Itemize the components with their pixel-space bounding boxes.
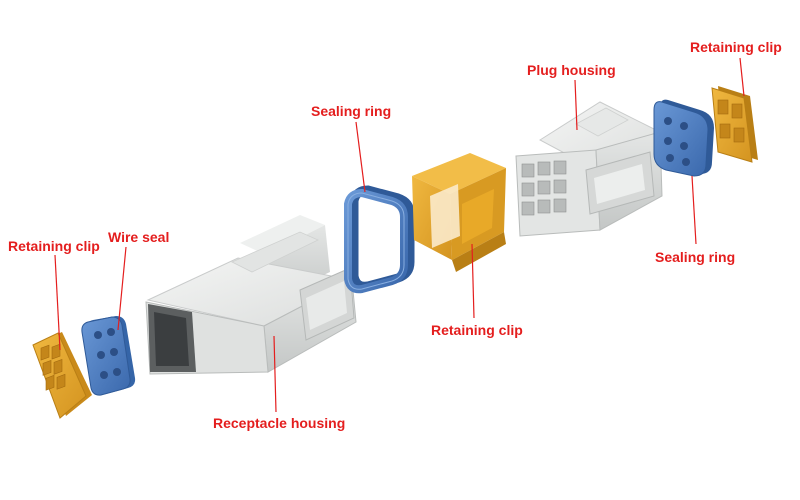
leader-retaining-clip-right [739,57,745,97]
label-sealing-ring-left: Sealing ring [311,103,392,119]
plug-housing [515,101,663,237]
leader-lines [54,57,745,413]
receptacle-housing [145,215,357,375]
wire-seal [81,316,136,396]
retaining-clip-right [711,86,758,163]
leader-plug-housing [574,79,578,131]
leader-sealing-ring-right [691,175,697,245]
leader-receptacle-housing [273,335,277,413]
leader-wire-seal [117,246,127,331]
leader-retaining-clip-middle [471,243,475,319]
label-retaining-clip-right: Retaining clip [690,39,782,55]
label-retaining-clip-middle: Retaining clip [431,322,523,338]
retaining-clip-middle [412,153,506,272]
sealing-ring-right [653,99,714,177]
sealing-ring-left [344,185,415,294]
retaining-clip-left [32,332,92,419]
leader-retaining-clip-left [54,254,61,351]
label-retaining-clip-left: Retaining clip [8,238,100,254]
label-receptacle-housing: Receptacle housing [213,415,346,431]
label-plug-housing: Plug housing [527,62,616,78]
label-wire-seal: Wire seal [108,229,170,245]
leader-sealing-ring-left [355,121,366,193]
label-sealing-ring-right: Sealing ring [655,249,736,265]
